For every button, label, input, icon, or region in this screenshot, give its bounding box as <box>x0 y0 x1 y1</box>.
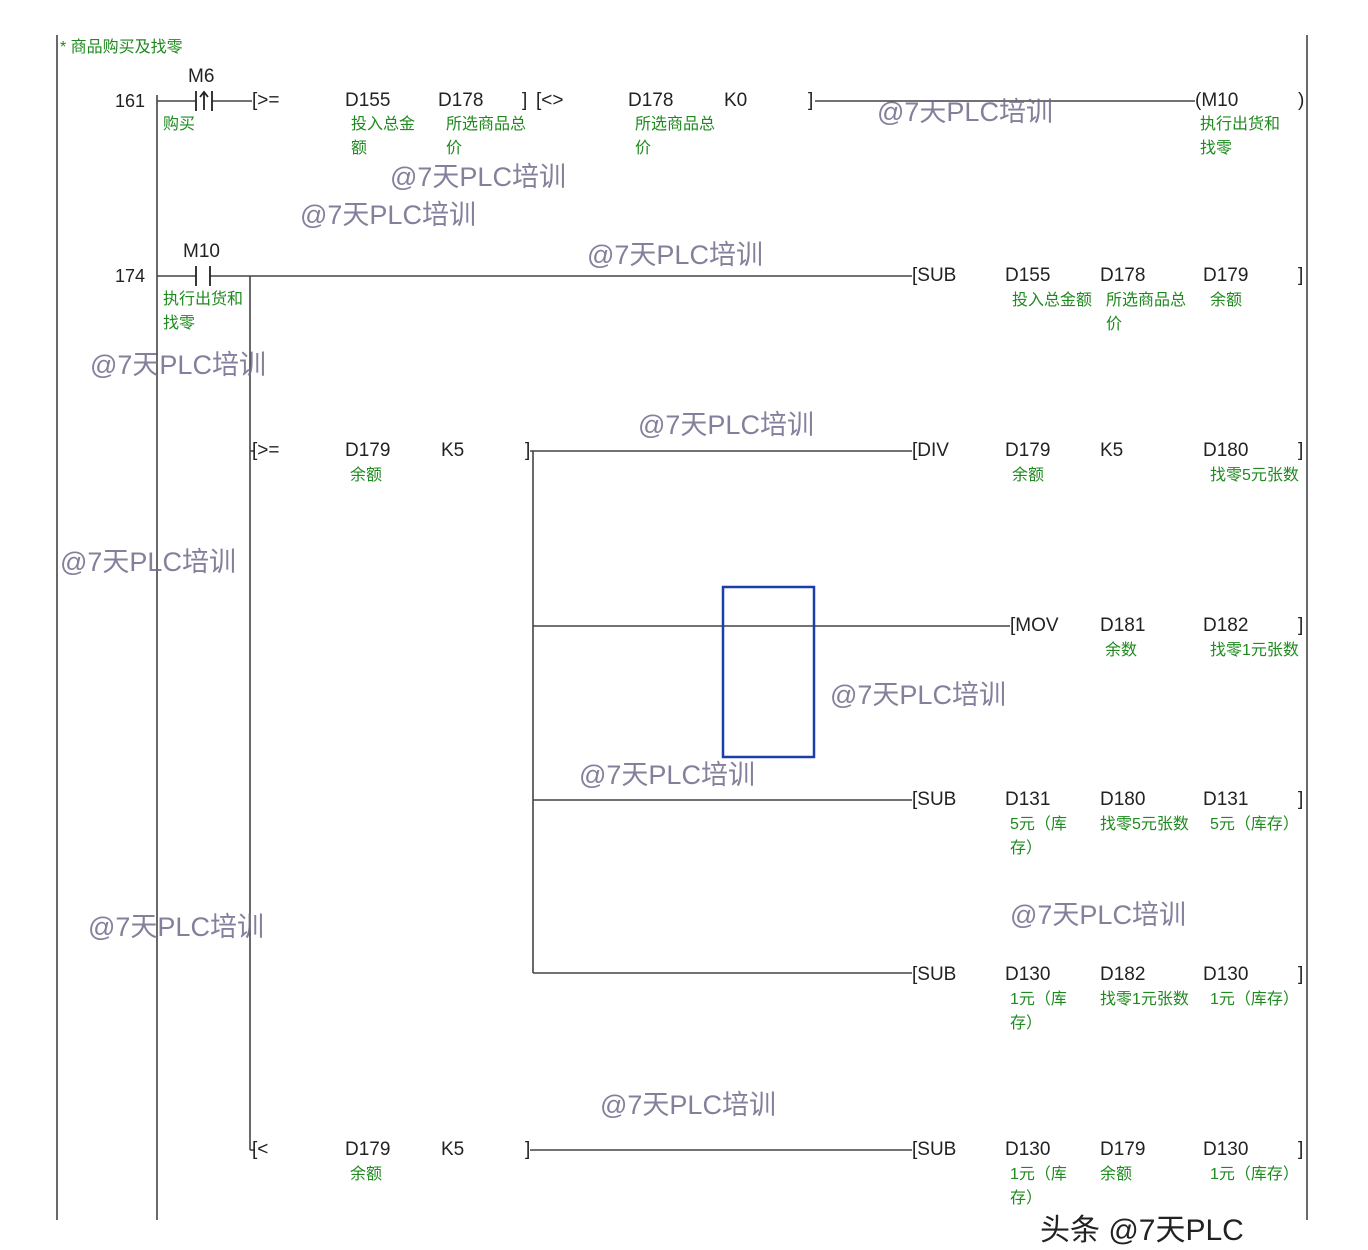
operand-comment: 5元（库存） <box>1010 816 1067 857</box>
bracket[interactable]: ] <box>808 90 814 111</box>
watermark-text: @7天PLC培训 <box>877 97 1053 127</box>
operand[interactable]: D178 <box>1100 265 1146 286</box>
rung-comment: * 商品购买及找零 <box>60 39 183 56</box>
output-coil[interactable]: (M10 <box>1195 90 1239 111</box>
operand[interactable]: D179 <box>345 1139 391 1160</box>
watermark-text: @7天PLC培训 <box>300 200 476 230</box>
operand[interactable]: D130 <box>1203 964 1249 985</box>
selection-cursor <box>721 585 816 759</box>
operand-comment: 余数 <box>1105 642 1138 659</box>
operand-comment: 找零5元张数 <box>1100 816 1189 833</box>
operand-comment: 投入总金额 <box>351 116 416 157</box>
operand[interactable]: D155 <box>345 90 391 111</box>
operand[interactable]: D179 <box>1203 265 1249 286</box>
contact-device[interactable]: M6 <box>188 66 215 87</box>
operand[interactable]: D130 <box>1203 1139 1249 1160</box>
operand[interactable]: D180 <box>1203 440 1249 461</box>
operand[interactable]: D131 <box>1203 789 1249 810</box>
instruction[interactable]: [DIV <box>912 440 949 461</box>
operand-comment: 1元（库存） <box>1010 991 1067 1032</box>
operand[interactable]: D131 <box>1005 789 1051 810</box>
watermark-text: @7天PLC培训 <box>830 680 1006 710</box>
operand[interactable]: D130 <box>1005 964 1051 985</box>
device-comment: 执行出货和找零 <box>163 291 244 332</box>
operand[interactable]: D179 <box>1100 1139 1146 1160</box>
operand[interactable]: D130 <box>1005 1139 1051 1160</box>
operand[interactable]: D179 <box>1005 440 1051 461</box>
operand[interactable]: D178 <box>628 90 674 111</box>
watermark-text: @7天PLC培训 <box>390 162 566 192</box>
operand[interactable]: D179 <box>345 440 391 461</box>
instruction[interactable]: [SUB <box>912 789 957 810</box>
operand-comment: 余额 <box>350 1166 383 1183</box>
rung-number[interactable]: 174 <box>115 266 146 286</box>
operand[interactable]: K0 <box>724 90 748 111</box>
operand[interactable]: D178 <box>438 90 484 111</box>
operand[interactable]: K5 <box>441 1139 465 1160</box>
operand[interactable]: D181 <box>1100 615 1146 636</box>
bracket[interactable]: ] <box>525 440 531 461</box>
instruction[interactable]: [SUB <box>912 1139 957 1160</box>
bracket[interactable]: ] <box>1298 1139 1304 1160</box>
operand[interactable]: K5 <box>1100 440 1124 461</box>
watermark-text: @7天PLC培训 <box>1010 900 1186 930</box>
contact-m10 <box>195 266 211 286</box>
bracket[interactable]: ] <box>1298 265 1304 286</box>
operand-comment: 所选商品总价 <box>446 116 527 157</box>
watermark-text: @7天PLC培训 <box>600 1090 776 1120</box>
watermark-text: @7天PLC培训 <box>60 547 236 577</box>
watermark-text: @7天PLC培训 <box>90 350 266 380</box>
instruction[interactable]: [MOV <box>1010 615 1059 636</box>
operand-comment: 所选商品总价 <box>1106 292 1187 333</box>
bracket[interactable]: ] <box>1298 964 1304 985</box>
watermark-text: @7天PLC培训 <box>88 912 264 942</box>
operand[interactable]: D182 <box>1100 964 1146 985</box>
contact-m6-rising-edge <box>195 90 213 111</box>
device-comment: 购买 <box>163 116 196 133</box>
bracket[interactable]: ] <box>1298 615 1304 636</box>
operand-comment: 1元（库存） <box>1010 1166 1067 1207</box>
instruction[interactable]: [SUB <box>912 964 957 985</box>
bracket[interactable]: ] <box>525 1139 531 1160</box>
coil-comment: 执行出货和找零 <box>1200 116 1281 157</box>
operand-comment: 找零5元张数 <box>1210 467 1299 484</box>
operand-comment: 投入总金额 <box>1012 292 1093 309</box>
bracket[interactable]: ) <box>1298 90 1305 111</box>
watermark-text: @7天PLC培训 <box>587 240 763 270</box>
contact-device[interactable]: M10 <box>183 241 220 262</box>
rung-number[interactable]: 161 <box>115 91 146 111</box>
operand-comment: 5元（库存） <box>1210 816 1299 833</box>
compare-instruction[interactable]: [<> <box>536 90 564 111</box>
operand-comment: 1元（库存） <box>1210 991 1299 1008</box>
watermark-text: @7天PLC培训 <box>579 760 755 790</box>
instruction[interactable]: [SUB <box>912 265 957 286</box>
footer-watermark: 头条 @7天PLC <box>1040 1214 1244 1247</box>
operand[interactable]: D155 <box>1005 265 1051 286</box>
bracket[interactable]: ] <box>522 90 528 111</box>
operand-comment: 余额 <box>350 467 383 484</box>
instruction[interactable]: [>= <box>252 440 280 461</box>
operand-comment: 余额 <box>1012 467 1045 484</box>
operand-comment: 余额 <box>1100 1166 1133 1183</box>
instruction[interactable]: [< <box>252 1139 269 1160</box>
operand-comment: 1元（库存） <box>1210 1166 1299 1183</box>
operand-comment: 所选商品总价 <box>635 116 716 157</box>
bracket[interactable]: ] <box>1298 440 1304 461</box>
operand-comment: 找零1元张数 <box>1100 991 1189 1008</box>
watermark-text: @7天PLC培训 <box>638 410 814 440</box>
compare-instruction[interactable]: [>= <box>252 90 280 111</box>
operand[interactable]: D180 <box>1100 789 1146 810</box>
operand-comment: 余额 <box>1210 292 1243 309</box>
operand[interactable]: K5 <box>441 440 465 461</box>
operand[interactable]: D182 <box>1203 615 1249 636</box>
bracket[interactable]: ] <box>1298 789 1304 810</box>
operand-comment: 找零1元张数 <box>1210 642 1299 659</box>
